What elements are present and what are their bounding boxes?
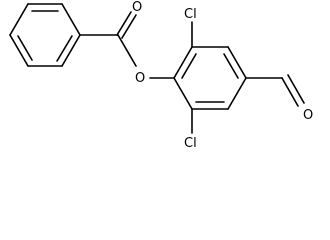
formyl-double-bond xyxy=(281,77,299,107)
carbonyl-double-bond xyxy=(121,14,137,39)
ring-bond xyxy=(61,3,81,36)
ring-bond xyxy=(173,46,193,79)
chlorine-bottom-label: Cl xyxy=(184,136,197,151)
ester-group xyxy=(79,11,175,79)
ester-oxygen-label: O xyxy=(135,71,145,86)
ring-double-bond xyxy=(223,53,239,79)
ring-bond xyxy=(9,3,29,36)
aldehyde-oxygen-label: O xyxy=(303,108,313,123)
formyl-double-bond xyxy=(287,74,305,104)
aldehyde-group xyxy=(245,74,305,107)
ring-double-bond xyxy=(56,35,73,62)
chemical-structure-diagram: O O Cl Cl O xyxy=(9,0,313,151)
carbonyl-ester-oxygen-bond xyxy=(117,34,137,67)
carbonyl-double-bond xyxy=(116,11,132,36)
ring-bond xyxy=(227,77,247,110)
chlorine-top-label: Cl xyxy=(184,7,197,22)
benzoyl-phenyl-ring xyxy=(9,3,81,67)
ring-double-bond xyxy=(181,53,197,79)
carbonyl-oxygen-label: O xyxy=(132,0,142,15)
ring-double-bond xyxy=(17,35,33,61)
ring-bond xyxy=(173,77,193,110)
ring-bond xyxy=(61,34,81,67)
ring-bond xyxy=(9,34,29,67)
central-aryl-ring xyxy=(173,46,247,110)
ring-bond xyxy=(227,46,247,79)
